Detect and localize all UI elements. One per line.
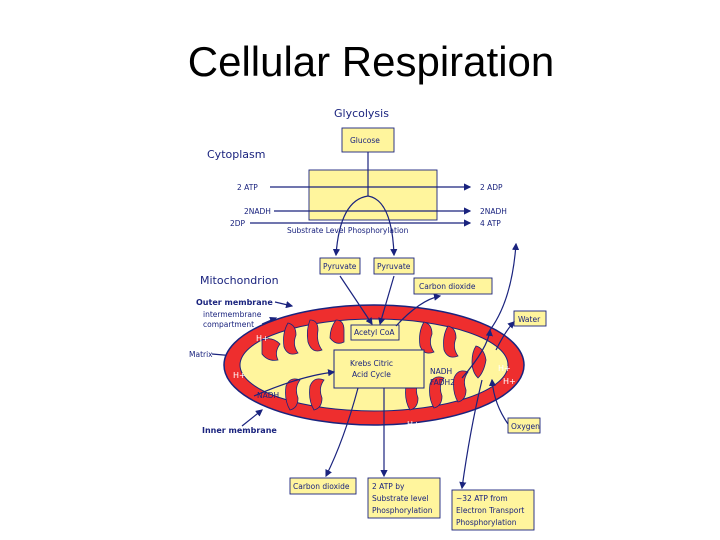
- right-2adp: 2 ADP: [480, 183, 503, 192]
- matrix-label: Matrix: [189, 350, 213, 359]
- co2-release-arrow: [395, 293, 442, 327]
- atp-electron-transport-box: [451, 489, 535, 531]
- oxygen-box: [507, 417, 541, 434]
- intermembrane-pointer: [261, 317, 278, 325]
- slide-title: Cellular Respiration: [187, 38, 555, 85]
- inner-membrane-pointer: [241, 409, 263, 427]
- carbon-dioxide-bottom-box: [289, 477, 357, 495]
- acetyl-coa-label: Acetyl CoA: [354, 328, 395, 337]
- mitochondrion-label: Mitochondrion: [200, 274, 279, 287]
- atp-substrate-line-2: Substrate level: [372, 494, 429, 503]
- carbon-dioxide-top-box: [413, 277, 493, 295]
- left-2dp: 2DP: [230, 219, 246, 228]
- to-pyruvate-left-arrow: [332, 195, 369, 257]
- carbon-dioxide-bottom-label: Carbon dioxide: [293, 482, 350, 491]
- cristae: [261, 319, 487, 411]
- atp-et-line-3: Phosphorylation: [456, 518, 517, 527]
- nadh-to-etc-arrow: [461, 328, 493, 379]
- nadh-label: NADH: [430, 367, 452, 376]
- pyruvate-box-2: [373, 257, 415, 275]
- water-label: Water: [518, 315, 541, 324]
- glycolysis-box: [308, 169, 438, 221]
- to-water-arrow: [495, 321, 515, 351]
- outer-membrane-label: Outer membrane: [196, 298, 273, 307]
- krebs-label-2: Acid Cycle: [352, 370, 391, 379]
- nadh-lower-label: NADH: [257, 391, 279, 400]
- pyruvate-label-2: Pyruvate: [377, 262, 411, 271]
- krebs-label-1: Krebs Citric: [350, 359, 393, 368]
- pyruvate-box-1: [319, 257, 361, 275]
- cytoplasm-label: Cytoplasm: [207, 148, 265, 161]
- inner-membrane-label: Inner membrane: [202, 426, 277, 435]
- atp-substrate-line-1: 2 ATP by: [372, 482, 405, 491]
- intermembrane-label-2: compartment: [203, 320, 254, 329]
- carbon-dioxide-top-label: Carbon dioxide: [419, 282, 476, 291]
- oxygen-arrow: [488, 378, 509, 425]
- h-plus-2: H+: [233, 371, 246, 380]
- glycolysis-header: Glycolysis: [334, 107, 389, 120]
- pyruvate-to-acetyl-arrow-1: [339, 275, 373, 325]
- intermembrane-label-1: intermembrane: [203, 310, 262, 319]
- atp-substrate-line-3: Phosphorylation: [372, 506, 433, 515]
- atp-substrate-box: [367, 477, 441, 519]
- pyruvate-to-acetyl-arrow-2: [378, 275, 395, 326]
- glucose-box: [341, 127, 395, 153]
- fadh2-label: FADH2: [430, 378, 455, 387]
- outer-membrane-pointer: [274, 301, 294, 309]
- krebs-cycle-box: [333, 349, 425, 389]
- nadh-to-krebs-arrow: [253, 369, 336, 397]
- to-co2-bottom-arrow: [325, 387, 359, 478]
- oxygen-label: Oxygen: [511, 422, 540, 431]
- h-plus-1: H+: [256, 334, 269, 343]
- right-4atp: 4 ATP: [480, 219, 501, 228]
- substrate-level-label: Substrate Level Phosphorylation: [287, 226, 409, 235]
- atp-et-line-2: Electron Transport: [456, 506, 524, 515]
- atp-et-line-1: ~32 ATP from: [456, 494, 508, 503]
- right-2nadh: 2NADH: [480, 207, 507, 216]
- h-plus-5: H+: [503, 377, 516, 386]
- cytoplasm-nadh-arrow: [489, 242, 520, 331]
- h-plus-4: H+: [498, 364, 511, 373]
- h-plus-3: H+: [407, 420, 420, 429]
- left-2nadh: 2NADH: [244, 207, 271, 216]
- acetyl-coa-box: [350, 324, 400, 341]
- water-box: [513, 310, 547, 327]
- glucose-label: Glucose: [350, 136, 380, 145]
- to-atp-etc-arrow: [459, 379, 483, 490]
- to-pyruvate-right-arrow: [367, 195, 398, 257]
- pyruvate-label-1: Pyruvate: [323, 262, 357, 271]
- left-2atp: 2 ATP: [237, 183, 258, 192]
